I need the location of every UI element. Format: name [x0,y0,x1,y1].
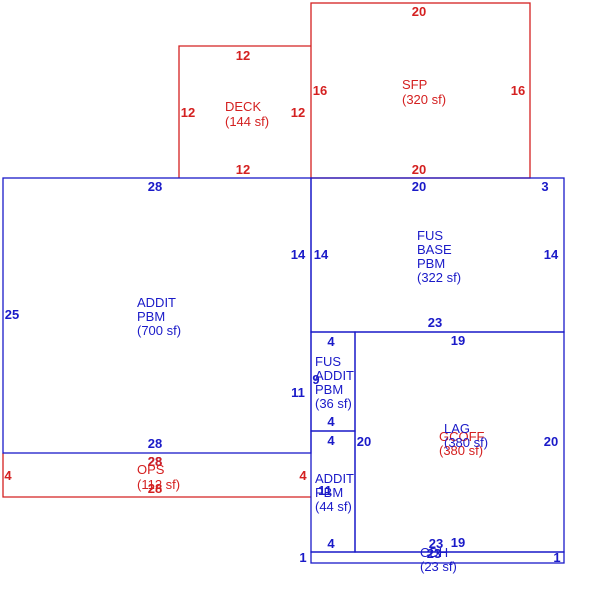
addit-pbm-main-label-1: ADDIT [137,295,176,310]
fus-base-label-2: BASE [417,242,452,257]
addit-pbm-small-label-2: PBM [315,485,343,500]
cdh-outline [310,551,565,564]
fus-addit-label-3: PBM [315,382,343,397]
cdh-dim-top: 23 [429,536,443,551]
addit-pbm-small-label-1: ADDIT [315,471,354,486]
cdh-dim-right: 1 [553,550,560,565]
ops-dim-bottom: 28 [148,481,162,496]
addit-pbm-small-dim-bottom: 4 [327,536,335,551]
sfp-label: SFP [402,77,427,92]
addit-pbm-main-dim-right: 14 [291,247,306,262]
ops-label: OPS [137,462,165,477]
lag-dim-right: 20 [544,434,558,449]
addit-pbm-main-dim-right2: 11 [291,385,305,400]
fus-base-dim-right: 14 [544,247,559,262]
deck-dim-left: 12 [181,105,195,120]
addit-pbm-main-dim-top: 28 [148,179,162,194]
fus-base-dim-left: 14 [314,247,329,262]
addit-pbm-small-dim-right: 11 [318,483,332,498]
addit-pbm-main-label-2: PBM [137,309,165,324]
sfp-dim-right: 16 [511,83,525,98]
fus-addit-label-2: ADDIT [315,368,354,383]
deck-label: DECK [225,99,261,114]
lag-label: LAG [444,421,470,436]
fus-addit-dim-right: 9 [312,372,319,387]
deck-outline [178,45,311,178]
fus-addit-area: (36 sf) [315,396,352,411]
addit-pbm-main-dim-bottom: 28 [148,436,162,451]
lag-dim-left: 20 [357,434,371,449]
cdh-dim-top2: 23 [427,546,441,561]
lag-dim-bottom: 19 [451,535,465,550]
lag-dim-top: 19 [451,333,465,348]
gcoff-area: (380 sf) [439,443,483,458]
sfp-dim-left: 16 [313,83,327,98]
fus-base-dim-top-right: 3 [541,179,548,194]
deck-dim-top: 12 [236,48,250,63]
ops-outline [2,453,311,498]
sfp-dim-bottom: 20 [412,162,426,177]
fus-base-dim-top: 20 [412,179,426,194]
fus-base-label-1: FUS [417,228,443,243]
deck-dim-bottom: 12 [236,162,250,177]
sfp-dim-top: 20 [412,4,426,19]
deck-area: (144 sf) [225,114,269,129]
fus-base-area: (322 sf) [417,270,461,285]
deck-dim-right: 12 [291,105,305,120]
addit-pbm-main-area: (700 sf) [137,323,181,338]
fus-addit-dim-top: 4 [327,334,335,349]
gcoff-label: GCOFF [439,429,485,444]
addit-pbm-main-dim-left: 25 [5,307,19,322]
addit-pbm-small-area: (44 sf) [315,499,352,514]
ops-dim-right: 4 [299,468,307,483]
fus-addit-dim-bottom: 4 [327,414,335,429]
fus-base-label-3: PBM [417,256,445,271]
cdh-area: (23 sf) [420,559,457,574]
ops-dim-left: 4 [4,468,12,483]
ops-area: (112 sf) [137,477,180,492]
ops-dim-top-blue: 28 [148,454,162,469]
cdh-label: CDH [420,545,448,560]
sfp-area: (320 sf) [402,92,446,107]
lag-area: (380 sf) [444,435,488,450]
fus-base-dim-bottom: 23 [428,315,442,330]
addit-pbm-small-dim-top: 4 [327,433,335,448]
ops-dim-top: 28 [148,454,162,469]
fus-addit-label-1: FUS [315,354,341,369]
cdh-dim-left: 1 [299,550,306,565]
